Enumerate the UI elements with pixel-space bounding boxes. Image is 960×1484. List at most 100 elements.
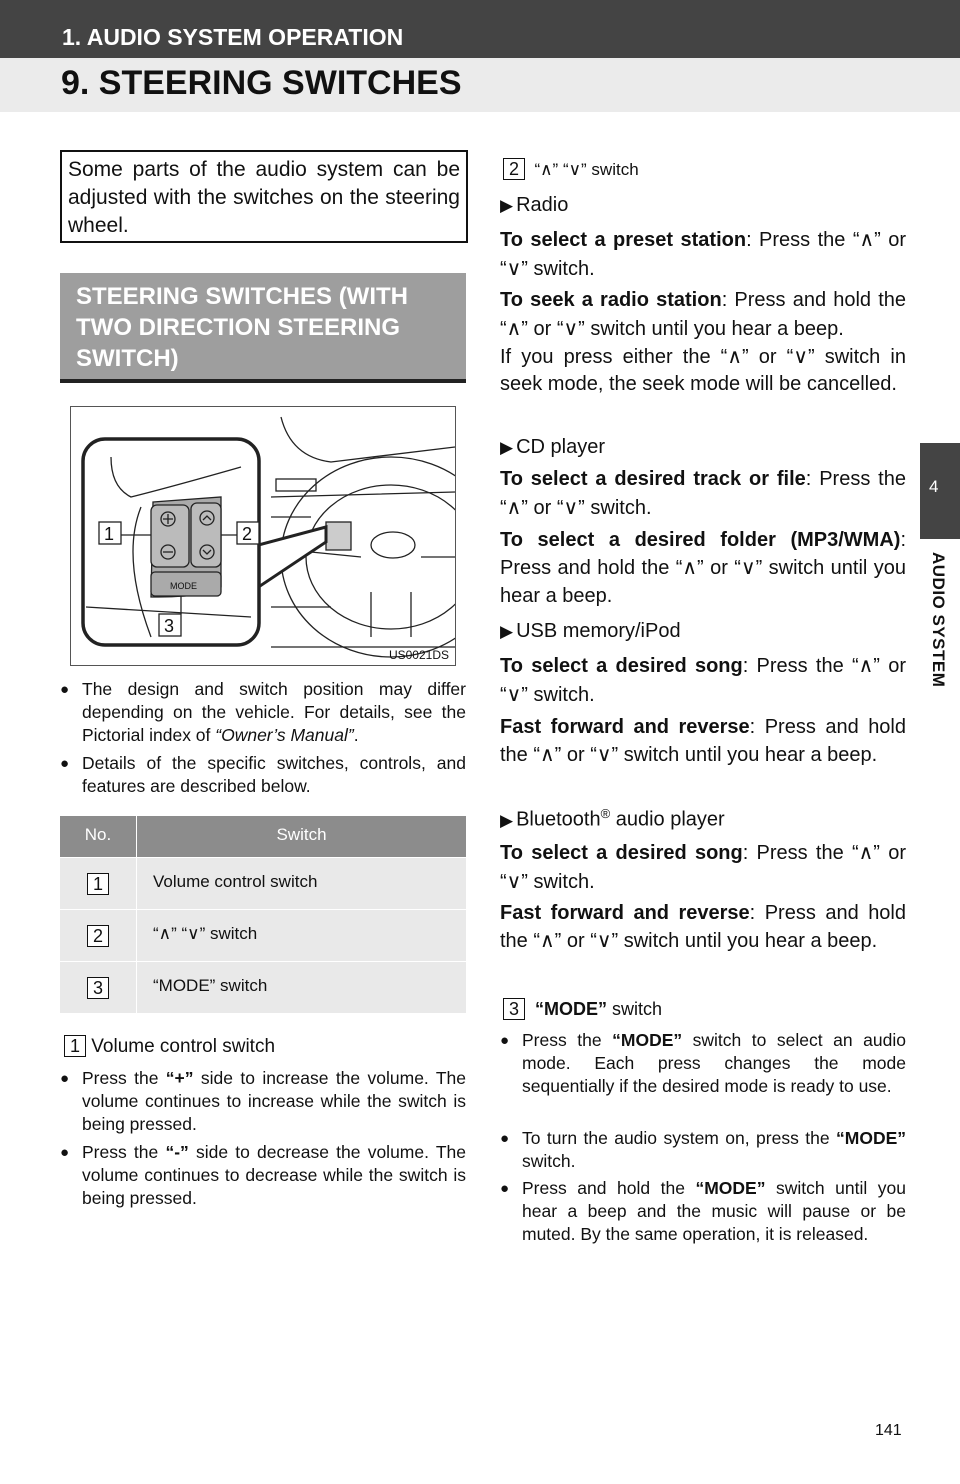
figure-code: US0021DS <box>388 648 449 662</box>
page-title: 9. STEERING SWITCHES <box>61 64 462 102</box>
paragraph: To select a desired folder (MP3/WMA): Pr… <box>500 526 906 610</box>
mode-heading: 3 “MODE” switch <box>503 998 662 1020</box>
table-row: 1 Volume control switch <box>60 857 466 909</box>
bullet-item: Press the “MODE” switch to select an aud… <box>500 1029 906 1098</box>
bullet-item: Press the “+” side to increase the volum… <box>60 1067 466 1136</box>
usb-label: USB memory/iPod <box>516 620 681 642</box>
bluetooth-label: Bluetooth <box>516 808 601 831</box>
registered-mark: ® <box>600 806 611 821</box>
para-bold: To select a desired folder (MP3/WMA) <box>500 529 901 551</box>
bullet-item: Details of the specific switches, contro… <box>60 752 466 798</box>
cd-label: CD player <box>516 436 605 458</box>
bullet-text: To turn the audio system on, press the <box>522 1128 836 1148</box>
bullet-text: Press the <box>82 1068 166 1088</box>
volume-heading: 1 Volume control switch <box>64 1035 275 1058</box>
paragraph: To select a preset station: Press the “∧… <box>500 226 906 284</box>
bullet-bold: “+” <box>165 1068 194 1088</box>
paragraph: To select a desired track or file: Press… <box>500 465 906 523</box>
steering-wheel-drawing: 1 2 3 MODE <box>81 416 455 658</box>
para-text: : Press and hold the “∧” or “∨” switch u… <box>500 716 907 766</box>
para-text: : Press and hold the “∧” or “∨” switch u… <box>500 529 906 607</box>
mode-title-bold: “MODE” <box>535 999 608 1019</box>
para-bold: To select a desired track or file <box>500 468 806 490</box>
section-heading: STEERING SWITCHES (WITH TWO DIRECTION ST… <box>60 273 466 383</box>
row-number: 3 <box>87 977 109 999</box>
table-row: 2 “∧” “∨” switch <box>60 909 466 961</box>
para-text: : Press and hold the “∧” or “∨” switch u… <box>500 902 907 952</box>
bullet-text: side to decrease the volume. The volume … <box>82 1142 466 1208</box>
bullet-bold: “MODE” <box>836 1128 906 1148</box>
updown-title: “∧” “∨” switch <box>534 160 639 179</box>
row-switch: “MODE” switch <box>153 976 268 995</box>
callout-2: 2 <box>242 524 252 544</box>
column-header-switch: Switch <box>276 825 327 844</box>
mode-title: switch <box>607 999 663 1019</box>
callout-number: 3 <box>503 998 525 1020</box>
bullet-item: Press the “-” side to decrease the volum… <box>60 1141 466 1210</box>
bullet-text: Press the <box>522 1030 613 1050</box>
bluetooth-label-suffix: audio player <box>610 808 725 831</box>
bullet-bold: “MODE” <box>695 1178 766 1198</box>
section-title: 1. AUDIO SYSTEM OPERATION <box>62 24 404 50</box>
row-switch: “∧” “∨” switch <box>153 924 258 943</box>
manual-reference: “Owner’s Manual” <box>215 725 354 745</box>
bullet-bold: “-” <box>165 1142 189 1162</box>
steering-switch-illustration: 1 2 3 MODE US0021DS <box>70 406 456 666</box>
row-number: 1 <box>87 873 109 895</box>
table-header: No. Switch <box>60 816 466 857</box>
section-heading-text: STEERING SWITCHES (WITH TWO DIRECTION ST… <box>76 283 408 372</box>
title-bar: 9. STEERING SWITCHES <box>0 58 960 112</box>
para-bold: To select a desired song <box>500 842 743 864</box>
para-text: : Press the “∧” or “∨” switch. <box>500 842 906 893</box>
bullet-item: The design and switch position may diffe… <box>60 678 466 747</box>
paragraph: Fast forward and reverse: Press and hold… <box>500 899 906 955</box>
updown-heading: 2 “∧” “∨” switch <box>503 158 639 180</box>
bullet-text: switch until you hear a beep and the mus… <box>522 1178 906 1244</box>
cd-heading: ▶CD player <box>500 436 605 458</box>
chapter-tab[interactable]: 4 <box>920 443 960 539</box>
para-bold: Fast forward and reverse <box>500 716 750 738</box>
bullet-text: switch to select an audio mode. Each pre… <box>522 1030 906 1096</box>
chapter-number: 4 <box>929 477 939 496</box>
column-header-no: No. <box>60 816 137 857</box>
callout-number: 1 <box>64 1035 86 1057</box>
para-text: : Press the “∧” or “∨” switch. <box>500 468 906 519</box>
bullet-text: . <box>353 725 359 745</box>
para-bold: Fast forward and reverse <box>500 902 750 924</box>
para-bold: To select a preset station <box>500 229 747 251</box>
bullet-text: Press the <box>82 1142 166 1162</box>
section-header-bar: 1. AUDIO SYSTEM OPERATION <box>0 0 960 58</box>
callout-number: 2 <box>503 158 525 180</box>
radio-label: Radio <box>516 194 569 216</box>
bullet-item: Press and hold the “MODE” switch until y… <box>500 1177 906 1246</box>
paragraph: To select a desired song: Press the “∧” … <box>500 839 906 897</box>
paragraph: To seek a radio station: Press and hold … <box>500 286 906 344</box>
page-number: 141 <box>875 1422 902 1439</box>
row-number: 2 <box>87 925 109 947</box>
radio-heading: ▶Radio <box>500 194 569 216</box>
bullet-bold: “MODE” <box>612 1030 683 1050</box>
usb-heading: ▶USB memory/iPod <box>500 620 681 642</box>
para-text: : Press the “∧” or “∨” switch. <box>500 229 907 280</box>
para-text: : Press and hold the “∧” or “∨” switch u… <box>500 289 907 340</box>
bullet-text: The design and switch position may diffe… <box>82 679 466 745</box>
callout-1: 1 <box>104 524 114 544</box>
row-switch: Volume control switch <box>153 872 318 891</box>
switch-table: No. Switch 1 Volume control switch 2 “∧” “… <box>60 816 466 1013</box>
para-bold: To select a desired song <box>500 655 743 677</box>
volume-title: Volume control switch <box>91 1036 276 1057</box>
paragraph: If you press either the “∧” or “∨” switc… <box>500 346 906 395</box>
para-bold: To seek a radio station <box>500 289 722 311</box>
bullet-text: Press and hold the <box>522 1178 696 1198</box>
intro-box: Some parts of the audio system can be ad… <box>60 150 468 243</box>
paragraph: To select a desired song: Press the “∧” … <box>500 652 906 710</box>
bluetooth-heading: ▶Bluetooth® audio player <box>500 806 725 831</box>
bullet-item: To turn the audio system on, press the “… <box>500 1127 906 1173</box>
mode-button-label: MODE <box>170 581 197 591</box>
paragraph: Fast forward and reverse: Press and hold… <box>500 713 906 769</box>
chapter-label: AUDIO SYSTEM <box>929 552 948 688</box>
table-row: 3 “MODE” switch <box>60 961 466 1013</box>
para-text: : Press the “∧” or “∨” switch. <box>500 655 906 706</box>
bullet-text: switch. <box>522 1151 576 1171</box>
bullet-text: side to increase the volume. The volume … <box>82 1068 466 1134</box>
